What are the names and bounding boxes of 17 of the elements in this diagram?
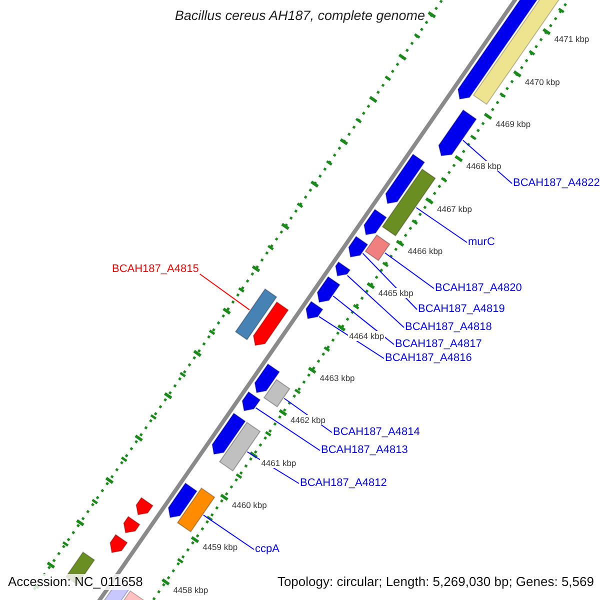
tick-label: 4459 kbp xyxy=(202,542,239,552)
accession-text: Accession: NC_011658 xyxy=(8,574,143,590)
genome-summary-text: Topology: circular; Length: 5,269,030 bp; Genes: 5,569 xyxy=(277,574,594,590)
tick-label: 4458 kbp xyxy=(172,584,210,594)
tick-label: 4463 kbp xyxy=(318,372,356,383)
tick-label: 4467 kbp xyxy=(436,204,473,214)
tick-label: 4470 kbp xyxy=(524,76,561,86)
tick-label: 4471 kbp xyxy=(553,34,590,44)
tick-label: 4469 kbp xyxy=(494,118,532,129)
tick-label: 4461 kbp xyxy=(260,458,298,468)
tick-label: 4466 kbp xyxy=(406,246,444,256)
tick-label: 4462 kbp xyxy=(290,415,326,426)
tick-label: 4460 kbp xyxy=(230,500,268,510)
tick-label: 4464 kbp xyxy=(348,330,386,340)
tick-label: 4468 kbp xyxy=(465,161,502,172)
tick-label: 4465 kbp xyxy=(377,288,414,298)
title: Bacillus cereus AH187, complete genome xyxy=(174,8,426,23)
